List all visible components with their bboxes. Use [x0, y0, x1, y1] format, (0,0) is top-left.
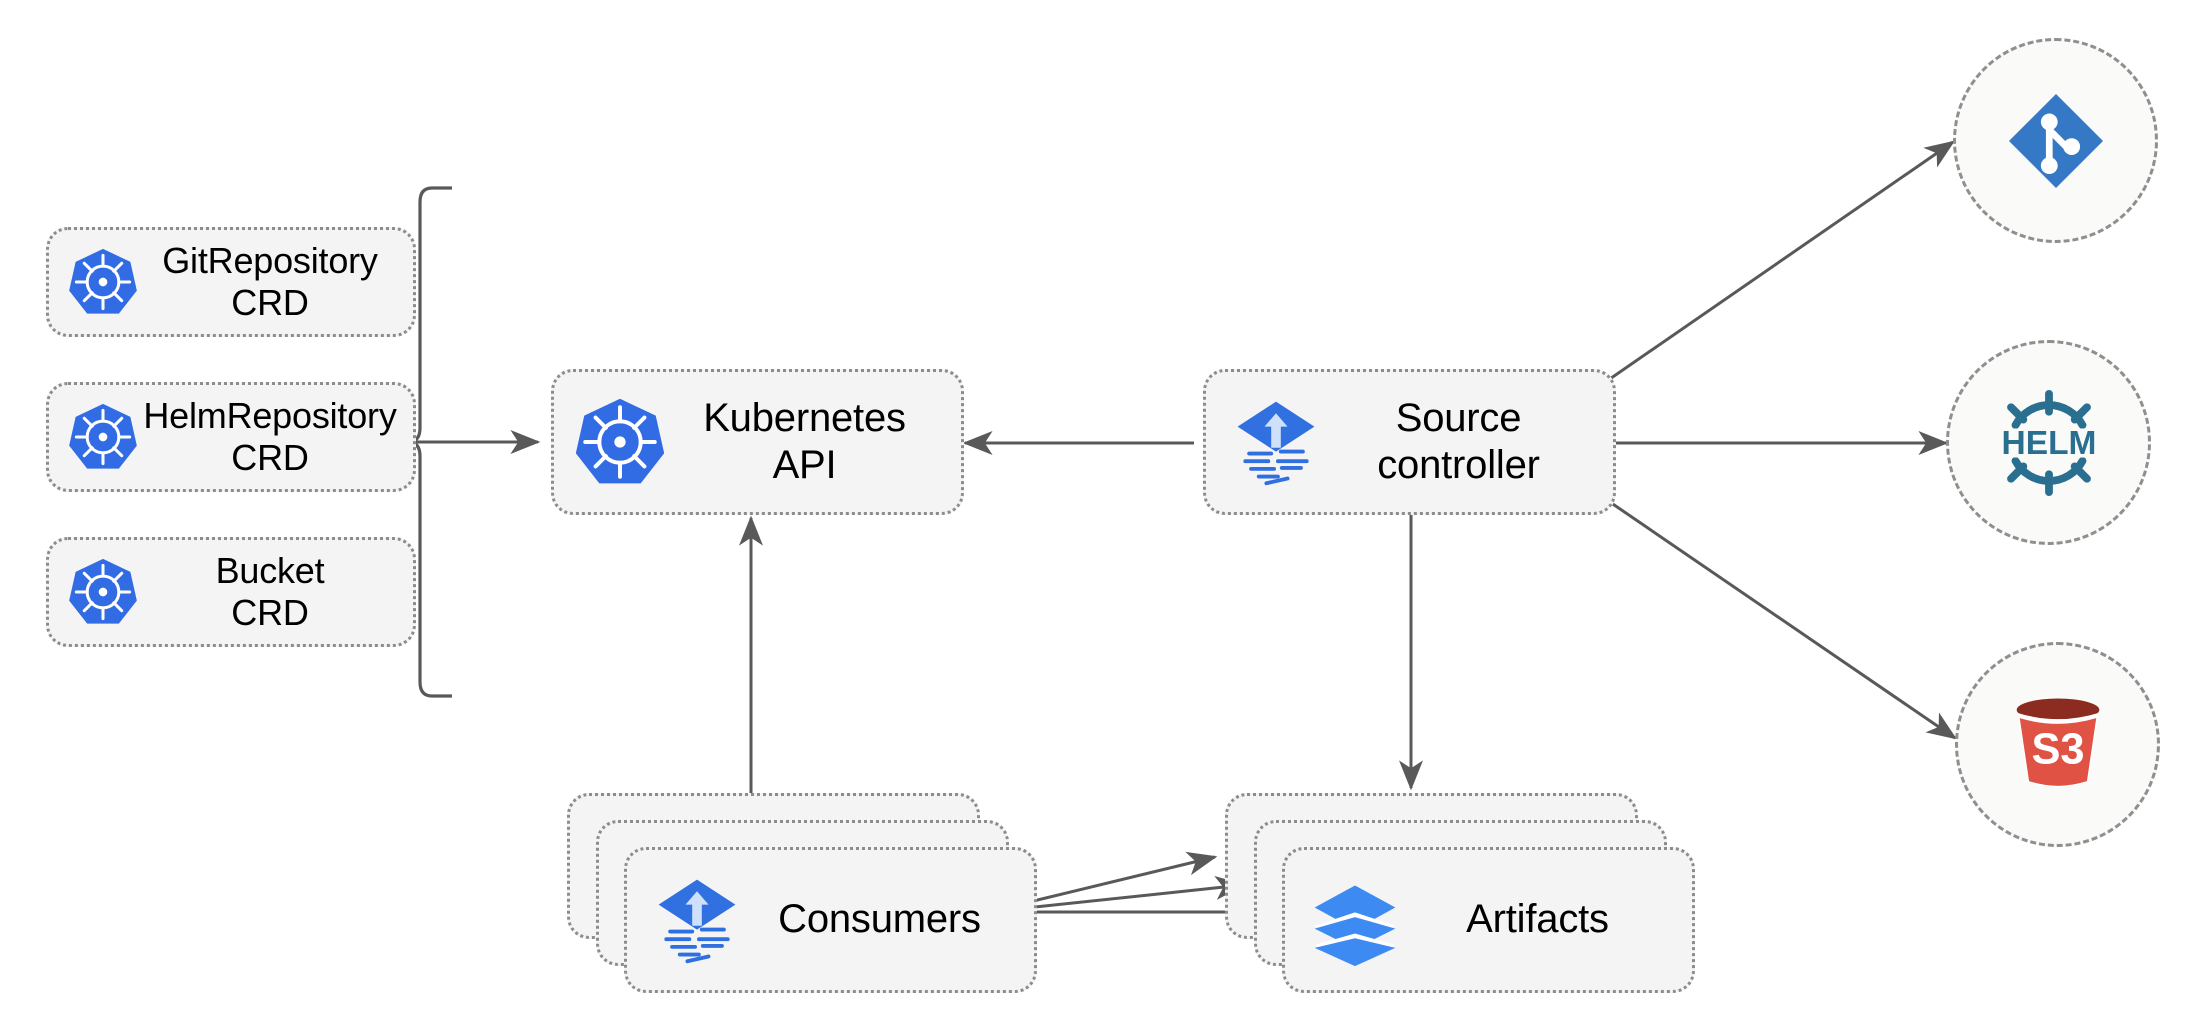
node-label: HelmRepository CRD — [143, 394, 397, 478]
node-git-source[interactable] — [1953, 38, 2158, 243]
node-helm-source[interactable]: HELM — [1946, 340, 2151, 545]
edge-source-controller-to-s3 — [1603, 496, 1957, 740]
node-label: GitRepository CRD — [162, 239, 378, 323]
node-helmrepository-crd[interactable]: HelmRepository CRD — [46, 382, 416, 492]
edge-source-controller-to-git — [1603, 140, 1955, 385]
node-label: Artifacts — [1466, 897, 1609, 942]
helm-label: HELM — [2001, 425, 2096, 462]
node-gitrepository-crd[interactable]: GitRepository CRD — [46, 227, 416, 337]
kubernetes-icon — [570, 392, 670, 492]
node-bucket-crd[interactable]: Bucket CRD — [46, 537, 416, 647]
git-icon — [1996, 81, 2116, 201]
s3-label: S3 — [2031, 725, 2084, 773]
kubernetes-icon — [63, 552, 143, 632]
kubernetes-icon — [63, 397, 143, 477]
node-label: Kubernetes API — [703, 395, 906, 487]
node-consumers[interactable]: Consumers — [624, 847, 1037, 993]
node-label: Source controller — [1377, 395, 1540, 487]
node-source-controller[interactable]: Source controller — [1203, 369, 1616, 515]
helm-icon: HELM — [1979, 373, 2119, 513]
kubernetes-icon — [63, 242, 143, 322]
node-label: Bucket CRD — [215, 549, 325, 633]
layers-icon — [1305, 870, 1405, 970]
flux-icon — [1226, 392, 1326, 492]
node-s3-source[interactable]: S3 — [1955, 642, 2160, 847]
node-label: Consumers — [778, 897, 981, 942]
s3-bucket-icon: S3 — [1993, 680, 2123, 810]
flux-icon — [647, 870, 747, 970]
node-artifacts[interactable]: Artifacts — [1282, 847, 1695, 993]
node-kubernetes-api[interactable]: Kubernetes API — [551, 369, 964, 515]
